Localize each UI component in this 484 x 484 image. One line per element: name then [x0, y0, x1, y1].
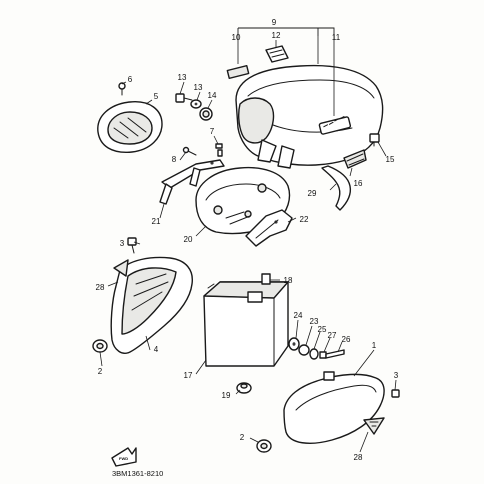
shroud-grommet [92, 339, 108, 353]
shroud-bolt [127, 237, 137, 254]
callout-18: 15 [386, 155, 395, 164]
callout-2: 2 [240, 433, 245, 442]
callout-21: 18 [284, 276, 293, 285]
callout-13: 11 [332, 33, 341, 42]
drawing-code: 3BM1361-8210 [112, 469, 163, 478]
callout-6: 6 [128, 75, 133, 84]
battery-shroud [110, 256, 193, 354]
callout-11: 8 [172, 155, 177, 164]
side-cover-right [283, 371, 385, 444]
warning-decal-left [113, 259, 129, 277]
front-marker-text: FWD [119, 456, 128, 461]
callout-10: 22 [300, 215, 309, 224]
damper-17 [199, 107, 213, 121]
callout-16: 13 [194, 83, 203, 92]
clip-7 [215, 143, 223, 157]
callout-22: 19 [222, 391, 231, 400]
callout-28: 28 [96, 283, 105, 292]
cover-bracket [159, 159, 225, 205]
callout-26: 26 [342, 335, 351, 344]
callout-15: 13 [178, 73, 187, 82]
callout-19: 16 [354, 179, 363, 188]
fuel-tank [235, 64, 384, 169]
box-clip [261, 273, 271, 285]
panel-stay [245, 209, 293, 247]
callout-27: 27 [328, 331, 337, 340]
front-direction-arrow: FWD [111, 447, 137, 467]
tank-rear-bracket [321, 165, 352, 211]
callout-3: 3 [394, 371, 399, 380]
cover-bolt-right [391, 389, 400, 398]
tank-rear-bolt [369, 133, 380, 147]
tank-emblem [318, 116, 352, 135]
collar-23 [298, 344, 310, 356]
callout-labels: 9 10 12 11 6 5 13 13 14 7 8 21 20 22 15 … [96, 18, 399, 462]
callout-25: 25 [318, 325, 327, 334]
mount-bolt-15 [175, 93, 193, 103]
tank-cap-pad [265, 45, 289, 63]
callout-7: 7 [210, 127, 215, 136]
callout-9: 21 [152, 217, 161, 226]
callout-14: 12 [272, 31, 281, 40]
box-damper [236, 382, 252, 394]
callout-29: 29 [308, 189, 317, 198]
cover-grommet-right [256, 439, 272, 453]
cover-screw [118, 82, 126, 96]
callout-3: 3 [120, 239, 125, 248]
callout-5: 5 [154, 92, 159, 101]
callout-12: 9 [272, 18, 277, 27]
callout-28: 28 [354, 453, 363, 462]
leader-lines [99, 27, 397, 453]
washer-16 [190, 99, 202, 109]
callout-13: 10 [232, 33, 241, 42]
meter-cover [97, 101, 163, 153]
callout-17: 14 [208, 91, 217, 100]
callout-4: 4 [154, 345, 159, 354]
bolt-26 [325, 349, 345, 359]
tank-top-emblem [226, 64, 250, 80]
nut-27 [319, 351, 327, 359]
warning-decal-right [363, 417, 385, 435]
washer-25 [309, 348, 319, 360]
grommet-24 [288, 337, 300, 351]
callout-1: 1 [372, 341, 377, 350]
callout-20: 17 [184, 371, 193, 380]
callout-2: 2 [98, 367, 103, 376]
callout-23: 23 [310, 317, 319, 326]
battery-box [203, 281, 289, 367]
screw-11 [182, 146, 197, 156]
callout-24: 24 [294, 311, 303, 320]
callout-8: 20 [184, 235, 193, 244]
